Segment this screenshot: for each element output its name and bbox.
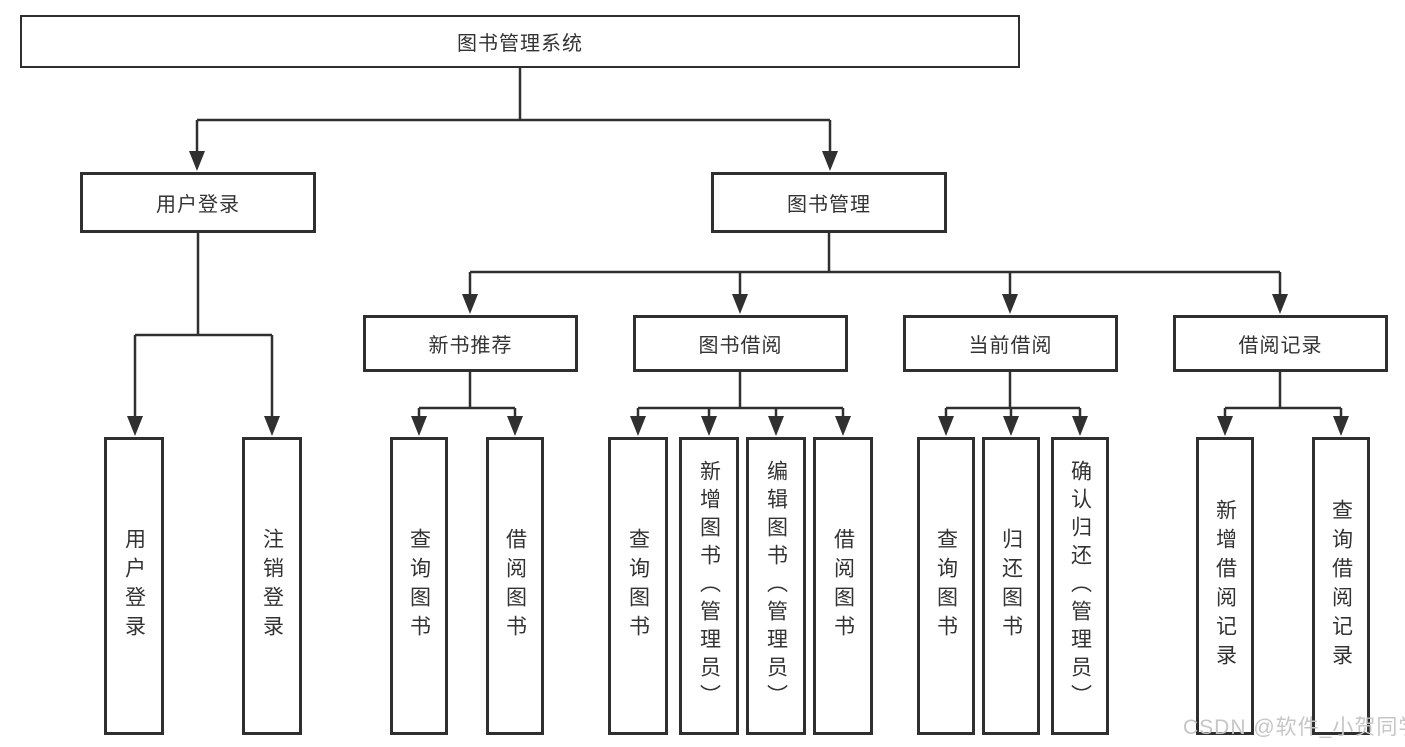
leaf-query-books: 查询图书 — [390, 437, 448, 735]
arrow-icon — [701, 416, 717, 436]
tree-edges — [133, 68, 1343, 422]
arrow-icon — [835, 416, 851, 436]
node-book-management: 图书管理 — [711, 172, 947, 233]
leaf-borrow-books: 借阅图书 — [486, 437, 544, 735]
arrow-icon — [630, 416, 646, 436]
node-current-borrowing: 当前借阅 — [903, 315, 1118, 372]
leaf-return-books: 归还图书 — [982, 437, 1040, 735]
arrow-icon — [1217, 416, 1233, 436]
node-borrowing-records: 借阅记录 — [1173, 315, 1388, 372]
arrow-icon — [189, 151, 205, 171]
arrow-icon — [768, 416, 784, 436]
arrow-icon — [1003, 416, 1019, 436]
arrow-icon — [1333, 416, 1349, 436]
arrowheads — [127, 151, 1349, 436]
arrow-icon — [1002, 294, 1018, 314]
leaf-add-borrow-record: 新增借阅记录 — [1196, 437, 1254, 735]
arrow-icon — [264, 416, 280, 436]
leaf-borrow-books-2: 借阅图书 — [813, 437, 873, 735]
node-new-book-recommend: 新书推荐 — [363, 315, 578, 372]
leaf-query-books-3: 查询图书 — [917, 437, 975, 735]
arrow-icon — [822, 151, 838, 171]
arrow-icon — [127, 416, 143, 436]
watermark: CSDN @软件_小贺同学 — [1183, 716, 1405, 739]
leaf-confirm-return-admin: 确认归还（管理员） — [1051, 437, 1109, 735]
arrow-icon — [1072, 416, 1088, 436]
arrow-icon — [938, 416, 954, 436]
leaf-logout: 注销登录 — [242, 437, 302, 735]
arrow-icon — [732, 294, 748, 314]
arrow-icon — [507, 416, 523, 436]
node-user-login: 用户登录 — [80, 172, 316, 233]
arrow-icon — [411, 416, 427, 436]
leaf-edit-books-admin: 编辑图书（管理员） — [746, 437, 806, 735]
arrow-icon — [462, 294, 478, 314]
node-root: 图书管理系统 — [20, 15, 1020, 68]
leaf-query-books-2: 查询图书 — [608, 437, 668, 735]
leaf-add-books-admin: 新增图书（管理员） — [679, 437, 739, 735]
node-book-borrowing: 图书借阅 — [633, 315, 848, 372]
arrow-icon — [1272, 294, 1288, 314]
leaf-query-borrow-record: 查询借阅记录 — [1312, 437, 1370, 735]
leaf-user-login: 用户登录 — [104, 437, 164, 735]
